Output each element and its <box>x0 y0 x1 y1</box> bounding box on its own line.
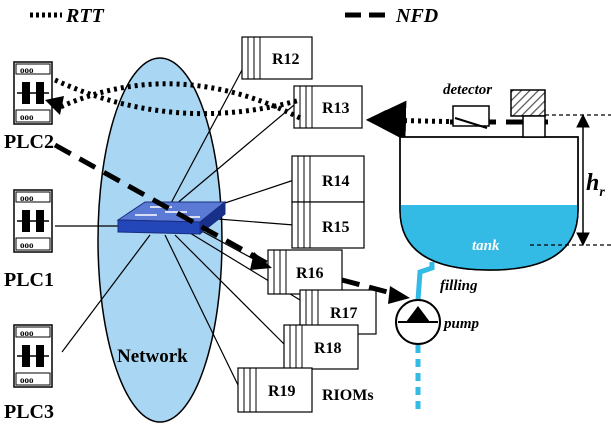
riom-r12-label: R12 <box>272 51 300 68</box>
filling-pipe <box>415 262 435 412</box>
riom-r15-label: R15 <box>322 219 350 236</box>
filling-label: filling <box>440 278 478 294</box>
plc3-device: ooo ooo <box>13 324 53 388</box>
svg-text:ooo: ooo <box>20 65 34 75</box>
rioms-label: RIOMs <box>322 387 374 404</box>
svg-text:ooo: ooo <box>20 193 34 203</box>
riom-r12: R12 <box>241 36 313 80</box>
rtt-arrowhead-r13 <box>366 110 386 130</box>
svg-text:ooo: ooo <box>20 240 34 250</box>
detector-label: detector <box>443 82 492 98</box>
riom-r19-label: R19 <box>268 383 296 400</box>
riom-r15: R15 <box>291 201 365 249</box>
plc1-label: PLC1 <box>4 269 54 291</box>
riom-r14: R14 <box>291 155 365 203</box>
svg-text:ooo: ooo <box>20 375 34 385</box>
legend-nfd-label: NFD <box>395 5 438 27</box>
riom-r14-label: R14 <box>322 173 350 190</box>
svg-text:ooo: ooo <box>20 112 34 122</box>
nfd-arrowhead-r16 <box>250 252 272 270</box>
plc1-device: ooo ooo <box>13 189 53 253</box>
rtt-arrowhead-left <box>45 96 64 115</box>
nfd-arrowhead-pump <box>388 286 410 304</box>
network-ellipse <box>97 57 223 423</box>
plc2-device: ooo ooo <box>13 61 53 125</box>
network-switch <box>116 200 227 236</box>
plc2-label: PLC2 <box>4 131 54 153</box>
legend-rtt-label: RTT <box>65 5 105 27</box>
height-dimension <box>530 113 611 247</box>
detector <box>452 89 546 129</box>
pump <box>395 299 441 345</box>
network-label: Network <box>117 346 188 367</box>
riom-r16: R16 <box>267 249 343 295</box>
riom-r18: R18 <box>283 324 359 370</box>
riom-r18-label: R18 <box>314 340 342 357</box>
tank-label: tank <box>472 238 500 254</box>
riom-r13-label: R13 <box>322 100 350 117</box>
height-label: hr <box>586 170 605 200</box>
plc3-label: PLC3 <box>4 401 54 423</box>
riom-r17-label: R17 <box>330 305 358 322</box>
tank <box>399 115 579 271</box>
riom-r16-label: R16 <box>296 265 324 282</box>
svg-text:ooo: ooo <box>20 328 34 338</box>
pump-label: pump <box>442 316 480 332</box>
riom-r13: R13 <box>293 85 363 129</box>
legend: RTT NFD <box>30 5 438 27</box>
network-links <box>55 69 301 386</box>
riom-r19: R19 <box>237 367 313 413</box>
